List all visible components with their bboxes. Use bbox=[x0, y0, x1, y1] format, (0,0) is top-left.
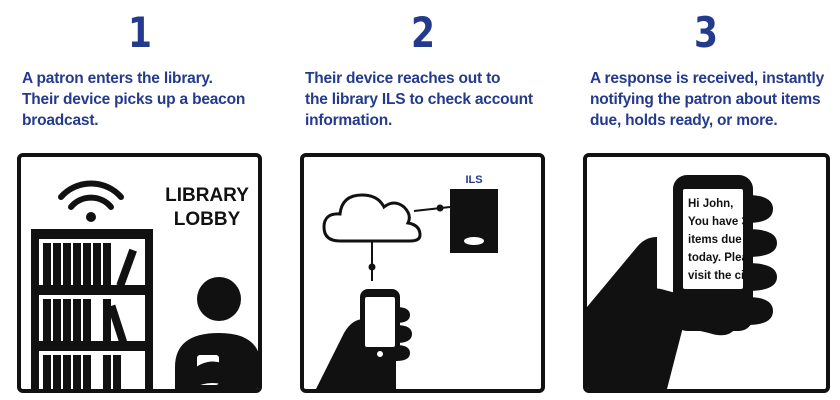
step-3-description: A response is received, instantly notify… bbox=[590, 68, 840, 131]
phone-message-line-5: visit the cir bbox=[688, 270, 749, 282]
hand-icon bbox=[316, 307, 412, 389]
wifi-icon bbox=[58, 180, 124, 222]
phone-icon bbox=[673, 175, 753, 331]
server-icon bbox=[450, 189, 498, 253]
step-2-number: 2 bbox=[411, 8, 435, 57]
ils-label: ILS bbox=[465, 174, 482, 186]
step-2-panel: ILS bbox=[300, 153, 545, 393]
thumb-icon bbox=[597, 288, 738, 389]
step-3-line-3: due, holds ready, or more. bbox=[590, 112, 778, 129]
cloud-server-connector bbox=[413, 206, 451, 212]
step-1-description: A patron enters the library. Their devic… bbox=[22, 68, 292, 131]
step-3-number: 3 bbox=[694, 8, 718, 57]
step-1-line-2: Their device picks up a beacon bbox=[22, 91, 246, 108]
library-lobby-label-2: LOBBY bbox=[174, 209, 241, 230]
phone-message-line-2: You have 3 bbox=[688, 216, 748, 228]
step-3: 3 A response is received, instantly noti… bbox=[566, 0, 840, 400]
step-3-line-2: notifying the patron about items bbox=[590, 91, 821, 108]
step-2-line-1: Their device reaches out to bbox=[305, 70, 501, 87]
step-2-line-2: the library ILS to check account bbox=[305, 91, 533, 108]
phone-message-line-4: today. Plea bbox=[688, 252, 748, 264]
patron-icon bbox=[175, 277, 258, 389]
library-lobby-label-1: LIBRARY bbox=[165, 185, 249, 206]
phone-icon bbox=[360, 289, 400, 361]
step-1-line-3: broadcast. bbox=[22, 112, 99, 129]
step-1-number: 1 bbox=[128, 8, 152, 57]
step-3-line-1: A response is received, instantly bbox=[590, 70, 825, 87]
step-3-panel: Hi John, You have 3 items due today. Ple… bbox=[583, 153, 830, 393]
step-1-line-1: A patron enters the library. bbox=[22, 70, 213, 87]
step-2-description: Their device reaches out to the library … bbox=[305, 68, 575, 131]
step-2: 2 Their device reaches out to the librar… bbox=[283, 0, 563, 400]
cloud-icon bbox=[322, 193, 422, 243]
step-1: 1 A patron enters the library. Their dev… bbox=[0, 0, 280, 400]
phone-message-line-1: Hi John, bbox=[688, 198, 733, 210]
step-2-line-3: information. bbox=[305, 112, 393, 129]
phone-message-line-3: items due bbox=[688, 234, 742, 246]
bookshelf-icon bbox=[31, 229, 153, 389]
step-1-panel: LIBRARY LOBBY bbox=[17, 153, 262, 393]
